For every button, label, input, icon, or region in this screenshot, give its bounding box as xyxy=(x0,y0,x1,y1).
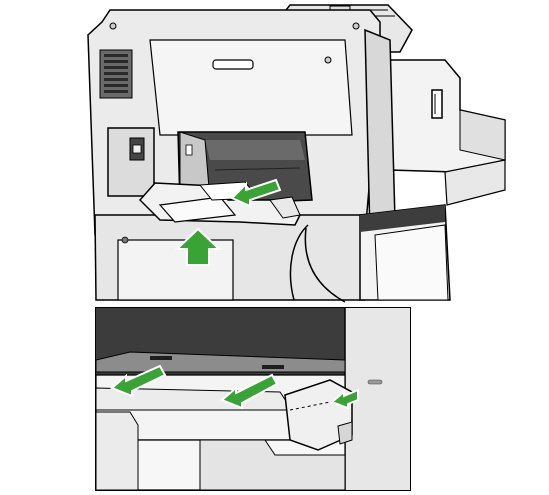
insert-arrow-icon xyxy=(230,178,282,208)
up-arrow-icon xyxy=(174,227,222,266)
insert-arrow-icon xyxy=(220,373,279,410)
scanner-side-panel xyxy=(364,28,396,237)
insert-arrow-icon xyxy=(330,388,359,410)
output-tray-detail xyxy=(95,307,411,491)
vent-grille xyxy=(99,49,133,99)
output-extension xyxy=(389,59,506,173)
connector-panel xyxy=(107,127,155,197)
scanner-rear-view xyxy=(87,4,506,301)
connector-callout-icon xyxy=(289,224,346,303)
output-tray xyxy=(138,181,301,226)
insert-arrow-icon xyxy=(110,364,167,398)
